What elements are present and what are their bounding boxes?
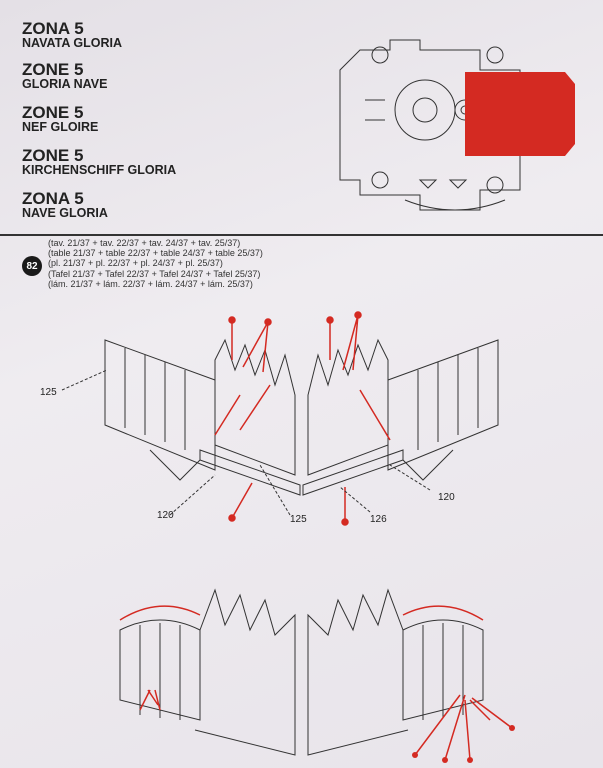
part-label: 120 <box>157 510 174 521</box>
part-label: 125 <box>290 514 307 525</box>
reference-line: (lám. 21/37 + lám. 22/37 + lám. 24/37 + … <box>48 278 253 289</box>
zone-subtitle: GLORIA NAVE <box>22 77 108 91</box>
zone-subtitle: NAVE GLORIA <box>22 206 108 220</box>
highlighted-zone <box>465 72 575 156</box>
part-label: 126 <box>370 514 387 525</box>
step-number-badge: 82 <box>22 256 42 276</box>
zone-title: ZONE 5 <box>22 60 84 79</box>
section-divider <box>0 234 603 236</box>
reference-line: (pl. 21/37 + pl. 22/37 + pl. 24/37 + pl.… <box>48 258 223 269</box>
part-label: 120 <box>438 492 455 503</box>
reference-line: (tav. 21/37 + tav. 22/37 + tav. 24/37 + … <box>48 238 241 248</box>
zone-subtitle: KIRCHENSCHIFF GLORIA <box>22 163 177 177</box>
reference-line: (Tafel 21/37 + Tafel 22/37 + Tafel 24/37… <box>48 268 261 279</box>
sheet-references: (tav. 21/37 + tav. 22/37 + tav. 24/37 + … <box>48 238 263 289</box>
zone-title: ZONA 5 <box>22 19 84 38</box>
zone-subtitle: NAVATA GLORIA <box>22 36 122 50</box>
zone-title: ZONE 5 <box>22 103 84 122</box>
reference-line: (table 21/37 + table 22/37 + table 24/37… <box>48 248 263 259</box>
assembly-diagram-lower <box>119 588 515 763</box>
part-label: 125 <box>40 387 57 398</box>
floor-plan-diagram <box>339 39 575 211</box>
assembly-diagram-upper <box>61 311 499 526</box>
zone-title: ZONA 5 <box>22 189 84 208</box>
zone-title: ZONE 5 <box>22 146 84 165</box>
zone-subtitle: NEF GLOIRE <box>22 120 99 134</box>
